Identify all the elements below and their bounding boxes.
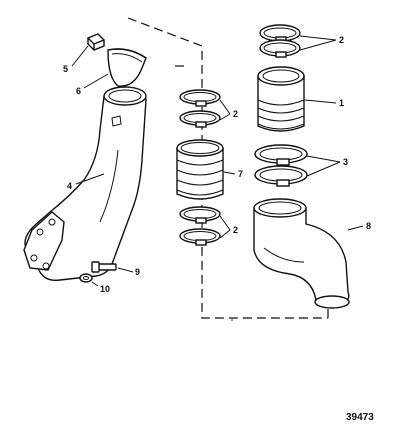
callout-9: 9 — [135, 267, 140, 277]
callout-2-top: 2 — [339, 35, 344, 45]
callout-2-bottom: 2 — [233, 225, 238, 235]
part-2-clamp-pair-bottom — [179, 206, 221, 246]
leader-lines — [71, 35, 364, 287]
part-4-exhaust-elbow — [23, 86, 147, 282]
scan-dot — [231, 319, 233, 321]
part-5-cap — [87, 33, 105, 51]
figure-number: 39473 — [346, 412, 374, 423]
callout-2-middle: 2 — [233, 109, 238, 119]
callout-1: 1 — [339, 98, 344, 108]
part-1-hose — [257, 66, 305, 132]
part-2-clamp-pair-top — [259, 24, 301, 58]
part-9-bolt — [91, 261, 117, 273]
callout-4: 4 — [67, 181, 72, 191]
part-2-clamp-pair-middle — [179, 89, 221, 128]
part-10-washer — [79, 273, 93, 283]
part-8-elbow-pipe — [253, 198, 350, 309]
part-3-clamp-pair — [254, 144, 308, 187]
callout-6: 6 — [76, 86, 81, 96]
callout-5: 5 — [63, 64, 68, 74]
callout-3: 3 — [343, 157, 348, 167]
part-7-bellows-hose — [176, 139, 224, 200]
part-6-shell — [107, 48, 147, 87]
callout-10: 10 — [100, 284, 110, 294]
callout-labels: 2 1 2 3 7 2 8 5 6 4 9 10 — [63, 35, 371, 294]
callout-7: 7 — [238, 169, 243, 179]
callout-8: 8 — [366, 221, 371, 231]
